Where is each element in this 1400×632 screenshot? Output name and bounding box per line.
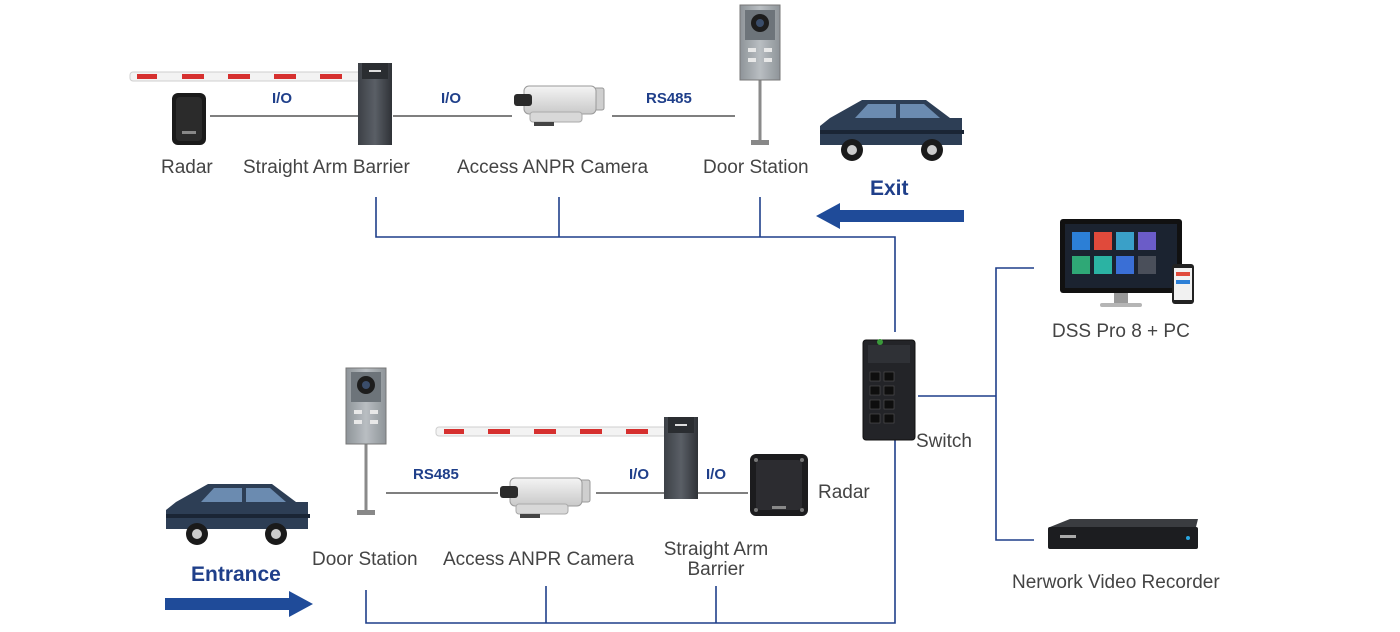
camera-entrance-label: Access ANPR Camera (443, 549, 635, 570)
hub-to-pc (995, 267, 1034, 541)
camera-entrance-device (500, 477, 591, 518)
barrier-exit-label: Straight Arm Barrier (243, 157, 410, 178)
entrance-wiring (365, 440, 896, 624)
camera-exit-device (514, 85, 605, 126)
entrance-label: Entrance (191, 563, 281, 586)
camera-exit-label: Access ANPR Camera (457, 157, 649, 178)
nvr-device (1048, 519, 1198, 549)
entrance-bus-line (365, 440, 896, 624)
exit-arrow-icon (816, 203, 964, 229)
radar-entrance-label: Radar (818, 482, 870, 503)
entrance-arrow-icon (165, 591, 313, 617)
radar-entrance-device (750, 454, 808, 516)
exit-wiring (375, 197, 896, 332)
barrier-entrance-label-line2: Barrier (687, 559, 745, 580)
barrier-exit-device (129, 63, 392, 145)
nvr-label: Nerwork Video Recorder (1012, 572, 1220, 593)
car-entrance-icon (166, 484, 310, 545)
exit-bus-line (375, 197, 896, 332)
link-label-barrier-camera: I/O (441, 90, 462, 107)
barrier-entrance-label: Straight Arm Barrier (650, 540, 782, 580)
radar-exit-label: Radar (161, 157, 213, 178)
door-station-entrance-label: Door Station (312, 549, 418, 570)
link-label-door-camera: RS485 (413, 466, 459, 483)
link-label-barrier-radar: I/O (706, 466, 727, 483)
switch-device (862, 339, 916, 441)
door-station-exit-label: Door Station (703, 157, 809, 178)
network-wiring (918, 267, 1034, 541)
door-station-entrance-device (345, 367, 387, 515)
pc-label: DSS Pro 8 + PC (1052, 321, 1190, 342)
radar-exit-device (172, 93, 206, 145)
switch-label: Switch (916, 431, 972, 452)
barrier-entrance-label-line1: Straight Arm (663, 539, 769, 560)
door-station-exit-device (739, 4, 781, 145)
link-label-camera-barrier: I/O (629, 466, 650, 483)
link-label-radar-barrier: I/O (272, 90, 293, 107)
link-label-camera-door: RS485 (646, 90, 692, 107)
exit-label: Exit (870, 177, 909, 200)
car-exit-icon (820, 100, 964, 161)
barrier-entrance-device (435, 417, 698, 499)
pc-monitor-device (1060, 219, 1194, 307)
